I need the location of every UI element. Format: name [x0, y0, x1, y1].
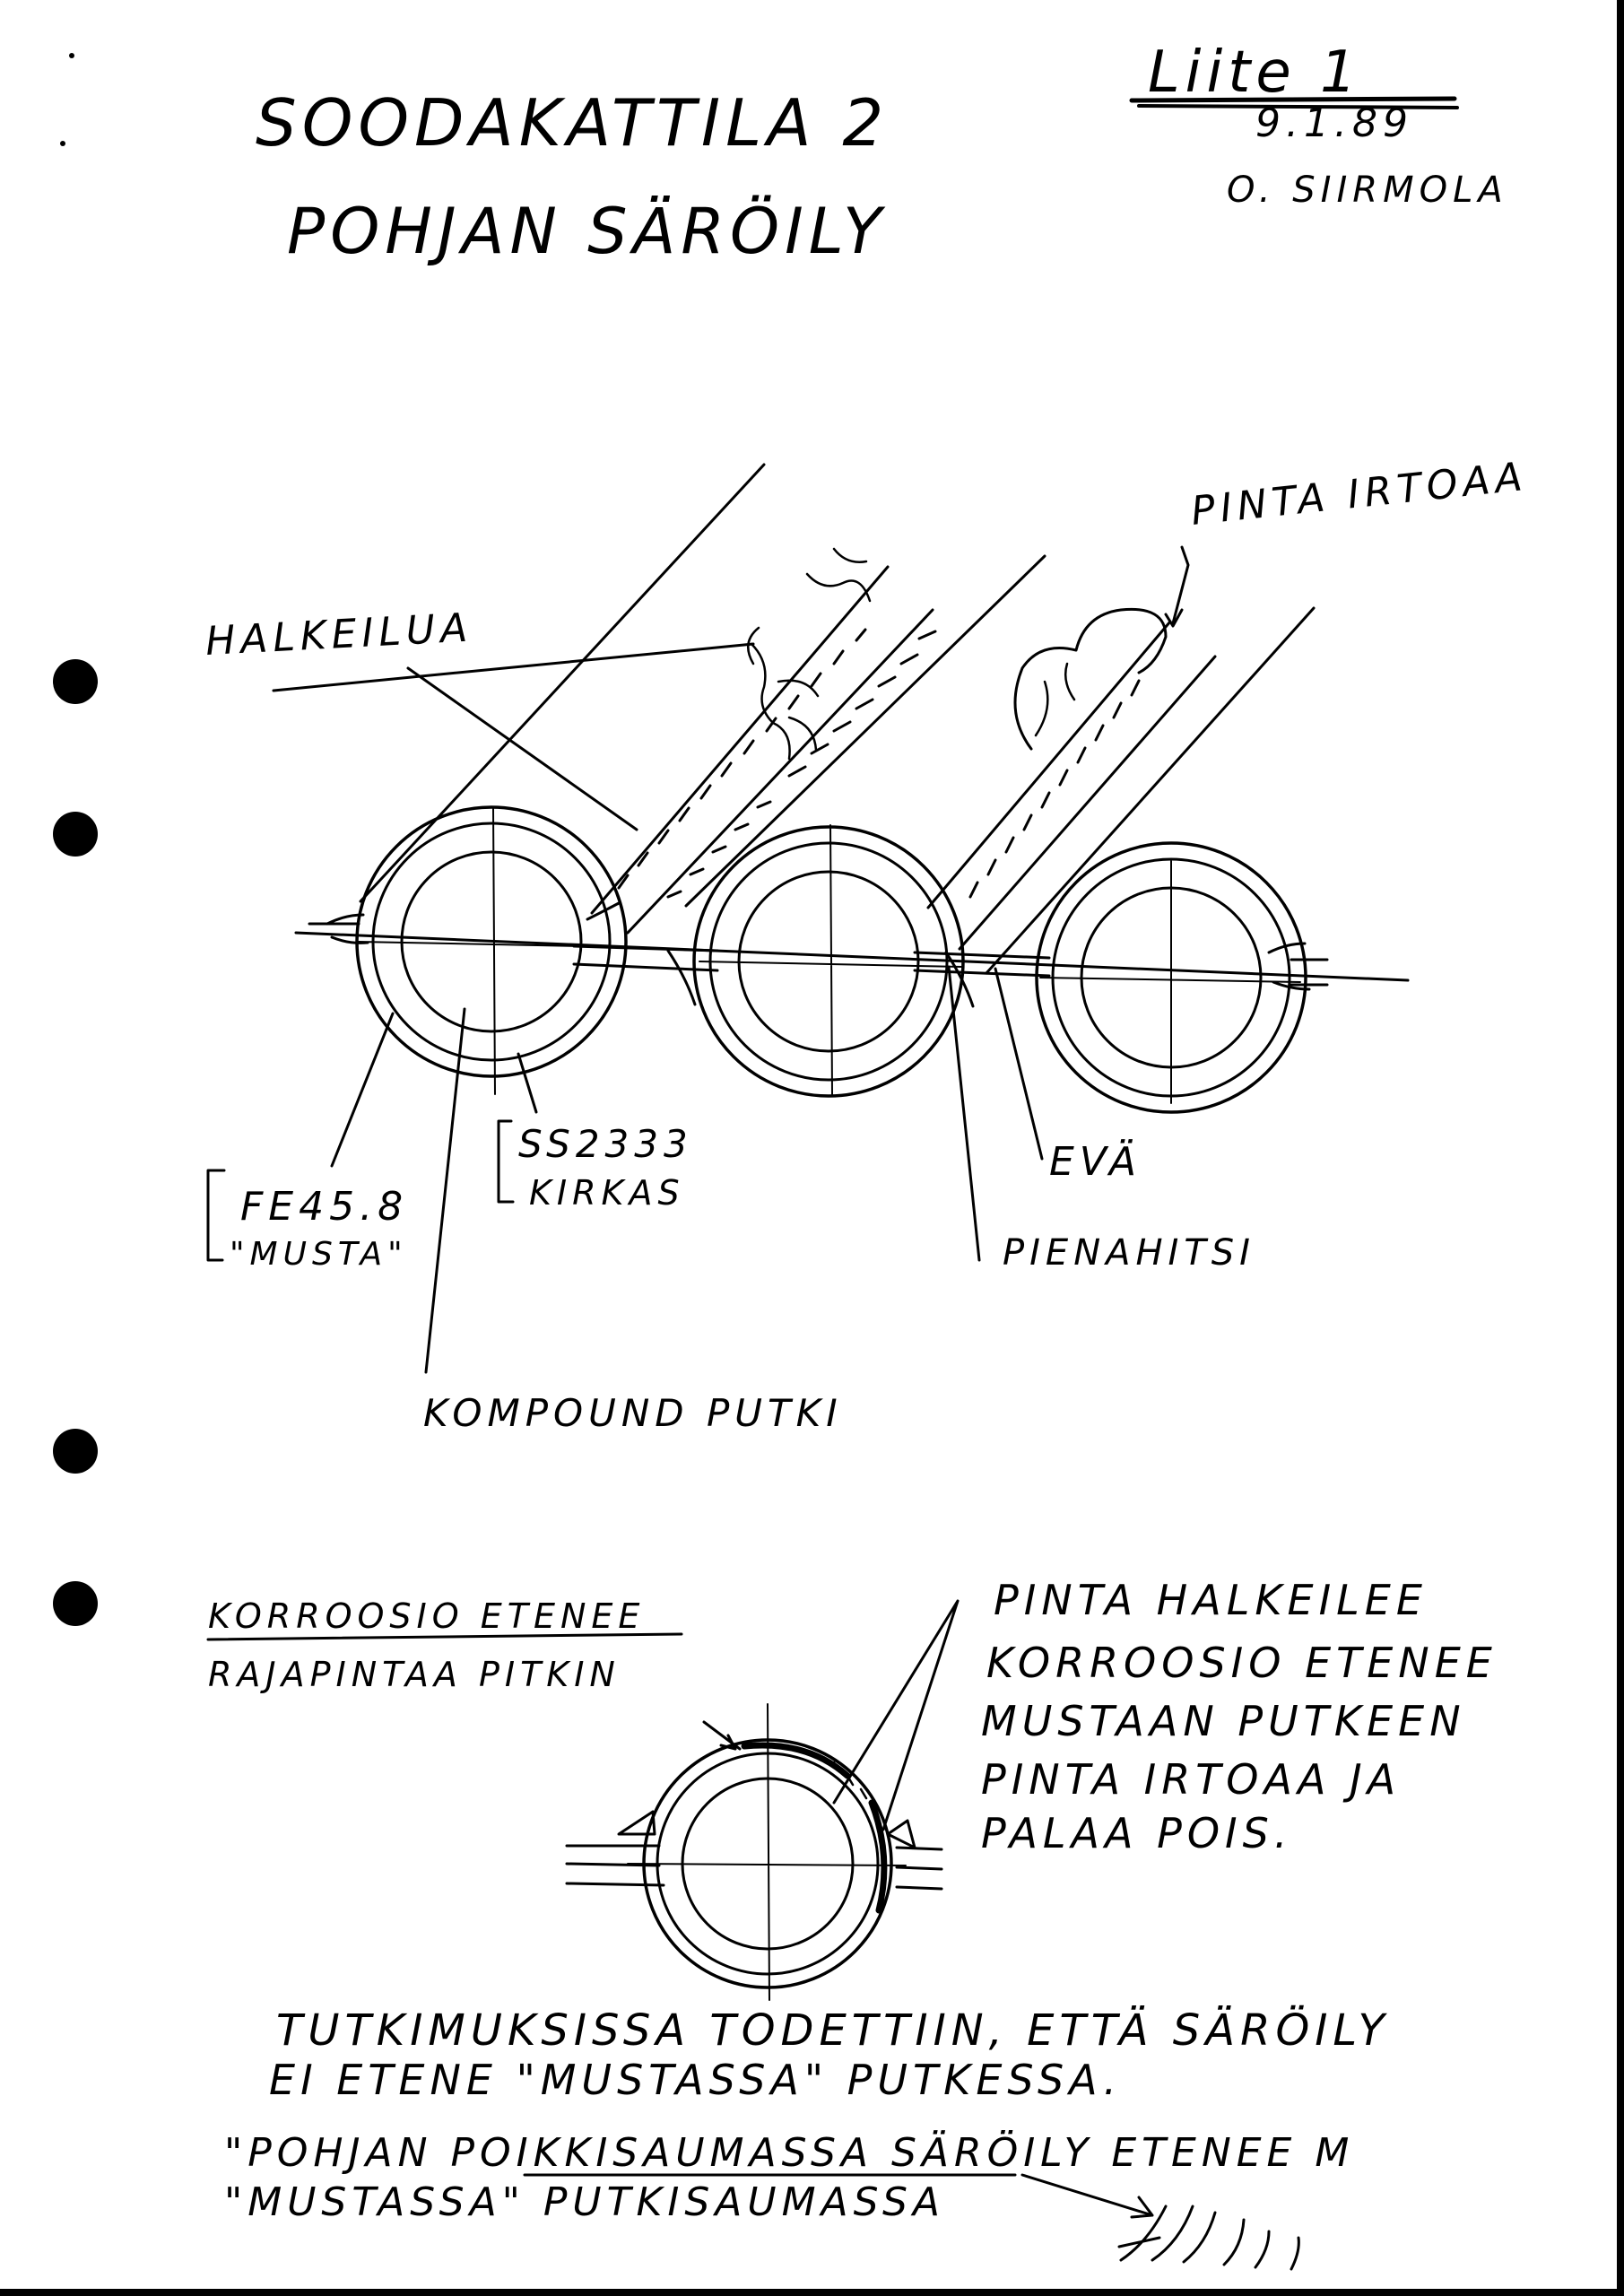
fin-plates — [572, 944, 1051, 978]
note-interface-line1: KORROOSIO ETENEE — [208, 1596, 645, 1636]
compound-tube-3 — [1035, 841, 1307, 1114]
leader-arrowhead — [1164, 608, 1184, 628]
label-black: "MUSTA" — [230, 1236, 408, 1273]
label-fillet-weld: PIENAHITSI — [1003, 1232, 1255, 1274]
binder-punch-holes — [53, 53, 98, 1626]
note-right-line-4: PINTA IRTOAA JA — [981, 1755, 1401, 1804]
tube-outline-line — [684, 554, 1046, 908]
conclusion-line-1: TUTKIMUKSISSA TODETTIIN, ETTÄ SÄRÖILY — [276, 2005, 1390, 2056]
flaking-surface-outline — [1013, 607, 1168, 751]
fin-centerline — [294, 931, 1410, 982]
flaking-surface-detail — [1034, 662, 1076, 737]
note-interface-line2: RAJAPINTAA PITKIN — [208, 1655, 621, 1694]
speck — [69, 53, 74, 58]
label-fe45: FE45.8 — [240, 1184, 408, 1230]
leader-fillet-weld — [947, 965, 981, 1262]
tube-outline-line — [958, 655, 1217, 951]
leader-compound-tube — [424, 1007, 466, 1374]
tube-outline-line — [985, 606, 1316, 975]
label-bright: KIRKAS — [529, 1173, 685, 1213]
note-right-block: PINTA HALKEILEE KORROOSIO ETENEE MUSTAAN… — [981, 1576, 1498, 1857]
leader-fin — [994, 967, 1044, 1161]
tube-outline-line — [926, 620, 1172, 909]
punch-hole — [53, 659, 98, 704]
leader-fe45 — [330, 1012, 395, 1168]
appendix-label: Liite 1 — [1148, 39, 1362, 106]
compound-tube-1 — [355, 805, 629, 1095]
title-line-2: POHJAN SÄRÖILY — [287, 195, 887, 268]
leader-surface-flaking — [1171, 545, 1190, 625]
bracket-ss2333 — [497, 1119, 515, 1204]
label-compound-tube: KOMPOUND PUTKI — [423, 1391, 843, 1435]
crack-hatching — [617, 628, 937, 899]
leader-ss2333 — [517, 1052, 538, 1114]
note-right-line-5: PALAA POIS. — [981, 1809, 1292, 1857]
conclusion-line-3: "POHJAN POIKKISAUMASSA SÄRÖILY ETENEE M — [224, 2129, 1354, 2176]
punch-hole — [53, 812, 98, 857]
scan-border-right — [1617, 0, 1624, 2296]
conclusion-line-4: "MUSTASSA" PUTKISAUMASSA — [224, 2179, 945, 2225]
compound-tube-2 — [692, 824, 965, 1098]
fillet-welds — [617, 1810, 916, 1849]
tube-wall-diagram — [206, 463, 1410, 1374]
tube-outline-line — [626, 608, 934, 935]
arrow-to-weld — [1020, 2173, 1154, 2219]
corroded-interface — [741, 1742, 888, 1914]
flaking-hatching — [968, 679, 1141, 899]
conclusion-line-2: EI ETENE "MUSTASSA" PUTKESSA. — [269, 2056, 1122, 2104]
note-right-line-3: MUSTAAN PUTKEEN — [981, 1697, 1466, 1745]
note-right-line-2: KORROOSIO ETENEE — [986, 1639, 1498, 1687]
author-text: O. SIIRMOLA — [1227, 170, 1508, 211]
label-surface-flaking: PINTA IRTOAA — [1189, 454, 1530, 535]
crack-marks — [832, 1761, 868, 1800]
punch-hole — [53, 1429, 98, 1474]
arrow-interface — [702, 1720, 742, 1751]
leaders-right-note — [832, 1599, 960, 1831]
label-cracking: HALKEILUA — [204, 604, 473, 665]
weld-hatching — [1117, 2205, 1300, 2271]
fin-stubs — [308, 922, 1329, 987]
bracket-fe45 — [206, 1169, 226, 1262]
label-fin: EVÄ — [1049, 1138, 1142, 1185]
note-right-line-1: PINTA HALKEILEE — [994, 1576, 1428, 1624]
label-ss2333: SS2333 — [518, 1122, 693, 1166]
tube-outline-line — [590, 565, 890, 915]
tube-outline-line — [359, 463, 766, 903]
speck — [60, 141, 65, 146]
crack-branches — [747, 547, 872, 761]
single-tube-detail — [565, 1599, 960, 2001]
leader-cracking — [272, 642, 755, 831]
title-line-1: SOODAKATTILA 2 — [256, 85, 889, 161]
punch-hole — [53, 1581, 98, 1626]
appendix-underline — [1129, 96, 1457, 103]
scan-border-bottom — [0, 2289, 1624, 2296]
tube-centerlines — [627, 1703, 907, 2001]
note-interface-underline — [206, 1632, 683, 1641]
date-strikethrough — [1137, 104, 1459, 109]
fin-plates — [565, 1844, 943, 1891]
